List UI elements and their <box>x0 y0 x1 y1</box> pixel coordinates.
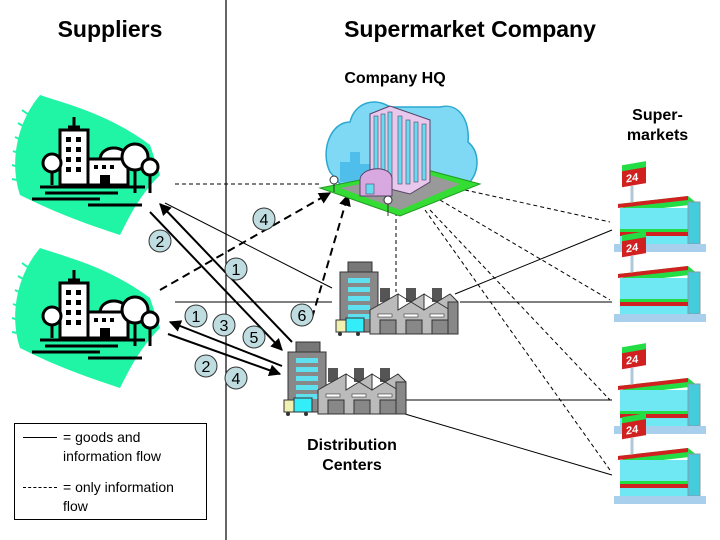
step-badge: 5 <box>242 325 266 349</box>
legend-text-line: = goods and <box>63 429 141 445</box>
company-hq-icon <box>319 101 481 217</box>
dc-label-line: Centers <box>322 457 382 474</box>
legend-dashed-text: = only information flow <box>63 478 208 516</box>
distribution-centers-label: Distribution Centers <box>282 436 422 476</box>
step-badge-circle <box>290 303 314 327</box>
hq-label: Company HQ <box>344 70 446 87</box>
distribution-center-icon <box>283 341 407 417</box>
goods-flow-lines <box>164 202 613 476</box>
supermarkets-label: Super- markets <box>610 106 705 146</box>
goods-flow-arrows <box>149 203 293 377</box>
dc-label-line: Distribution <box>307 437 397 454</box>
step-badge: 6 <box>290 303 314 327</box>
step-badge-label: 3 <box>220 318 229 335</box>
step-badge-label: 4 <box>260 212 269 229</box>
step-badge: 4 <box>252 207 276 231</box>
step-badge-circle <box>224 366 248 390</box>
legend-dashed-sample <box>23 487 57 488</box>
step-badge: 2 <box>194 354 218 378</box>
step-badge-label: 6 <box>298 308 307 325</box>
step-badge-circle <box>184 304 208 328</box>
legend-solid-sample <box>23 437 57 438</box>
step-badges: 1 2 1 2 3 4 4 5 6 <box>148 207 314 390</box>
step-badge-label: 1 <box>232 262 241 279</box>
step-badge-circle <box>194 354 218 378</box>
supermarkets-label-line: Super- <box>632 107 683 124</box>
step-badge: 3 <box>212 313 236 337</box>
supplier-building-icon <box>10 246 162 390</box>
step-badge-label: 2 <box>202 359 211 376</box>
supplier-building-icon <box>10 93 162 237</box>
step-badge-circle <box>252 207 276 231</box>
step-badge: 1 <box>224 257 248 281</box>
legend: = goods and information flow = only info… <box>14 423 207 520</box>
step-badge: 4 <box>224 366 248 390</box>
legend-text-line: = only information <box>63 479 174 495</box>
step-badge-circle <box>242 325 266 349</box>
step-badge-label: 1 <box>192 309 201 326</box>
info-flow-arrows <box>159 192 351 319</box>
step-badge-circle <box>212 313 236 337</box>
step-badge-circle <box>224 257 248 281</box>
step-badge-label: 5 <box>250 330 259 347</box>
step-badge-label: 4 <box>232 371 241 388</box>
distribution-center-icon <box>335 261 459 337</box>
company-heading: Supermarket Company <box>344 16 596 42</box>
suppliers-heading: Suppliers <box>57 16 163 42</box>
supermarkets-label-line: markets <box>626 127 689 144</box>
info-flow-lines <box>175 183 611 471</box>
legend-text-line: information flow <box>63 448 162 464</box>
step-badge-label: 2 <box>156 234 165 251</box>
step-badge: 1 <box>184 304 208 328</box>
legend-text-line: flow <box>63 498 88 514</box>
step-badge-circle <box>148 229 172 253</box>
legend-solid-text: = goods and information flow <box>63 428 208 466</box>
step-badge: 2 <box>148 229 172 253</box>
